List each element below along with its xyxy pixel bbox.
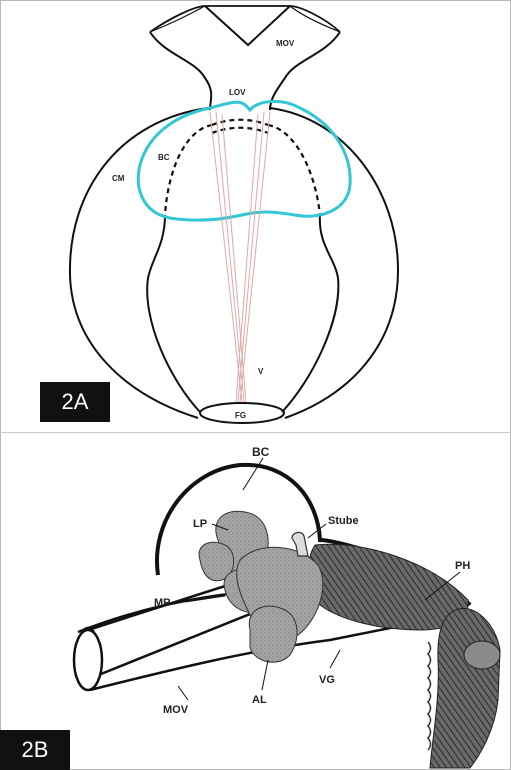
label-v: V: [258, 367, 264, 376]
label-fg: FG: [235, 411, 246, 420]
label-mov-a: MOV: [276, 39, 295, 48]
panel-a-diagram: MOV LOV BC CM V FG: [70, 6, 398, 423]
label-mov-b: MOV: [163, 704, 189, 716]
buccal-cavity-outline: [138, 101, 350, 220]
label-lp: LP: [193, 518, 207, 530]
mov-tube-opening: [74, 630, 102, 690]
label-lov: LOV: [229, 88, 246, 97]
label-bc-a: BC: [158, 153, 170, 162]
label-stube: Stube: [328, 515, 359, 527]
descending-tube: [430, 608, 500, 768]
lobe-al: [249, 606, 297, 662]
label-cm: CM: [112, 174, 125, 183]
panel-tag-2a: 2A: [40, 382, 110, 422]
pharynx-hatched: [308, 544, 468, 630]
buccal-sac-dashed: [165, 120, 320, 215]
label-ph: PH: [455, 560, 470, 572]
label-mp: MP: [154, 597, 171, 609]
label-al: AL: [252, 694, 267, 706]
label-vg: VG: [319, 674, 335, 686]
fibres: [210, 112, 270, 402]
label-bc-b: BC: [252, 445, 270, 459]
panel-tag-2b: 2B: [0, 730, 70, 770]
scalloped-wall: [428, 642, 431, 750]
panel-b-diagram: BC LP Stube MP PH AL VG MOV: [74, 445, 500, 768]
stippled-lobes: [199, 511, 323, 662]
